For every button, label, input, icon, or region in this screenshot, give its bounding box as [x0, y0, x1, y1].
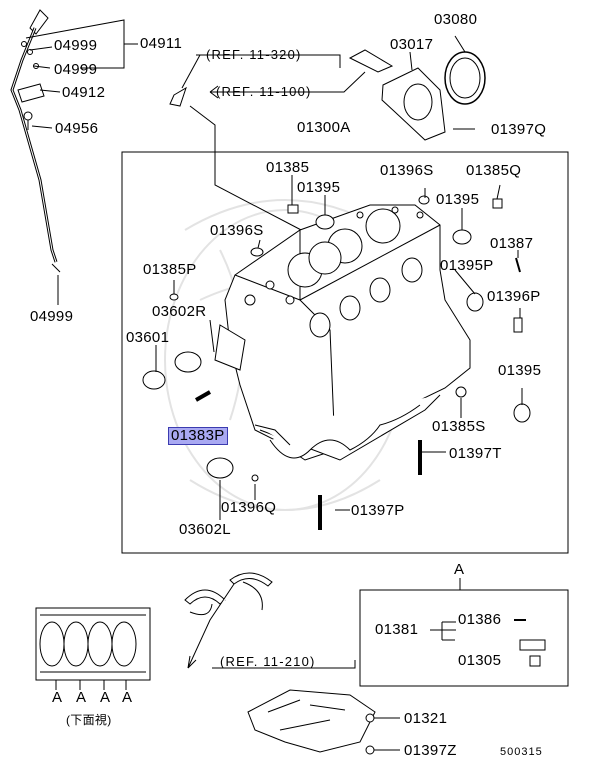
- label-01383p-highlighted: 01383P: [168, 427, 228, 445]
- bottom-view-label-a4: A: [122, 689, 133, 706]
- label-01381: 01381: [375, 621, 419, 638]
- leader-lines: [25, 19, 138, 129]
- bottom-view-caption: (下面視): [66, 713, 112, 727]
- label-01396s-a: 01396S: [380, 162, 434, 179]
- label-01300a: 01300A: [297, 119, 351, 136]
- label-detail-a: A: [454, 561, 465, 578]
- label-04999-c: 04999: [30, 308, 74, 325]
- block-bottom-view: [35, 607, 151, 690]
- label-03601: 03601: [126, 329, 170, 346]
- label-03602l: 03602L: [179, 521, 231, 538]
- small-parts: [142, 195, 531, 530]
- bottom-view-label-a1: A: [52, 689, 63, 706]
- label-01395p: 01395P: [440, 257, 494, 274]
- ref-11-320: (REF. 11-320): [206, 47, 302, 62]
- label-04999-a: 04999: [54, 37, 98, 54]
- rear-oil-seal-case: [348, 35, 486, 141]
- callout-leaders: [155, 175, 523, 520]
- label-01397p: 01397P: [351, 502, 405, 519]
- label-01395-b: 01395: [436, 191, 480, 208]
- label-01396q: 01396Q: [221, 499, 277, 516]
- label-03080: 03080: [434, 11, 478, 28]
- bottom-view-label-a2: A: [76, 689, 87, 706]
- detail-a-box: [359, 578, 569, 687]
- ref-11-100: (REF. 11-100): [216, 84, 312, 99]
- dipstick-assembly: [10, 9, 61, 305]
- label-03017: 03017: [390, 36, 434, 53]
- label-04956: 04956: [55, 120, 99, 137]
- label-01321: 01321: [404, 710, 448, 727]
- ref-11-210: (REF. 11-210): [220, 654, 316, 669]
- label-01387: 01387: [490, 235, 534, 252]
- figure-number: 500315: [500, 746, 543, 758]
- cylinder-block-frame: [121, 151, 569, 554]
- reference-arrows: [169, 54, 366, 233]
- label-04911: 04911: [140, 35, 183, 52]
- label-04999-b: 04999: [54, 61, 98, 78]
- label-01396p: 01396P: [487, 288, 541, 305]
- label-01385s: 01385S: [432, 418, 486, 435]
- label-01386: 01386: [458, 611, 502, 628]
- label-01396s-b: 01396S: [210, 222, 264, 239]
- bottom-view-label-a3: A: [100, 689, 111, 706]
- label-01397z: 01397Z: [404, 742, 457, 759]
- label-01397t: 01397T: [449, 445, 502, 462]
- label-01385p: 01385P: [143, 261, 197, 278]
- label-01305: 01305: [458, 652, 502, 669]
- label-01397q: 01397Q: [491, 121, 547, 138]
- label-03602r: 03602R: [152, 303, 207, 320]
- label-04912: 04912: [62, 84, 106, 101]
- engine-block: [214, 204, 471, 461]
- label-01395-a: 01395: [297, 179, 341, 196]
- baffle-plate: [247, 689, 400, 755]
- label-01385q: 01385Q: [466, 162, 522, 179]
- bearing-shells: [184, 572, 356, 669]
- label-01385: 01385: [266, 159, 310, 176]
- label-01395-c: 01395: [498, 362, 542, 379]
